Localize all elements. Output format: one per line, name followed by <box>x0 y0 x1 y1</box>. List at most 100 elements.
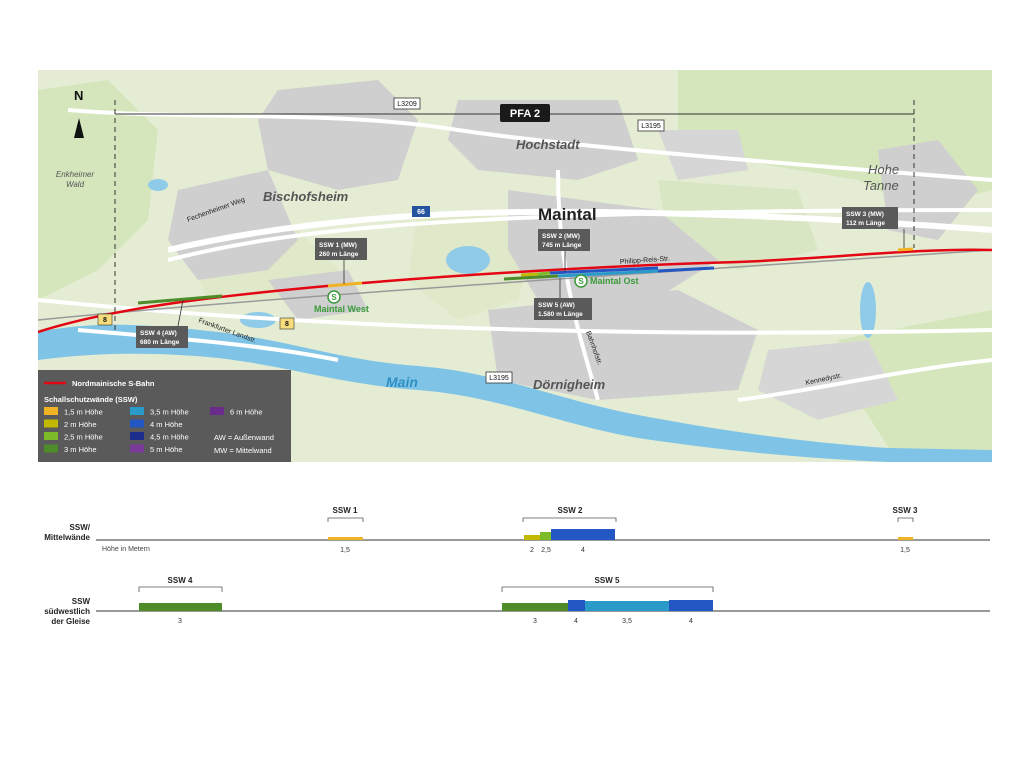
callout-ssw1-b: 260 m Länge <box>319 251 359 258</box>
row1-label-1: SSW/ <box>70 523 91 532</box>
b8-left-label: 8 <box>103 317 107 324</box>
legend: Nordmainische S-Bahn Schallschutzwände (… <box>38 370 291 462</box>
map-ssw2-a <box>520 272 539 277</box>
legend-swatch-4 <box>130 407 144 415</box>
callout-ssw3 <box>842 207 898 229</box>
legend-label-6: 4,5 m Höhe <box>150 433 189 442</box>
h-ssw2-b: 2,5 <box>541 547 551 554</box>
profile-ssw5-bar-d <box>669 600 713 611</box>
profile-ssw2-bar-c <box>551 529 615 540</box>
place-hochstadt: Hochstadt <box>516 137 580 152</box>
h-ssw2-c: 4 <box>581 547 585 554</box>
station-maintal-ost: S Maintal Ost <box>574 274 639 288</box>
l3209-label: L3209 <box>397 101 417 108</box>
station-west-label: Maintal West <box>314 304 369 314</box>
callout-ssw1 <box>315 238 367 260</box>
legend-sbahn-label: Nordmainische S-Bahn <box>72 379 155 388</box>
legend-label-8: 6 m Höhe <box>230 408 263 417</box>
pfa-label: PFA 2 <box>510 108 540 120</box>
h-ssw5-b: 4 <box>574 618 578 625</box>
map-ssw2-c <box>549 266 659 275</box>
legend-label-7: 5 m Höhe <box>150 445 183 454</box>
legend-swatch-3 <box>44 444 58 453</box>
sbahn-line <box>38 248 992 334</box>
row1-brackets <box>327 517 914 522</box>
h-ssw5-d: 4 <box>689 618 693 625</box>
callout-ssw5 <box>534 298 592 320</box>
callout-ssw5-a: SSW 5 (AW) <box>538 302 575 309</box>
s-bahn-west-icon <box>327 290 341 304</box>
map-ssw5-a <box>503 274 559 281</box>
row2-brackets <box>138 586 714 592</box>
row1-label-2: Mittelwände <box>44 533 90 542</box>
map-ssw5-b <box>557 269 659 278</box>
callout-ssw2-a: SSW 2 (MW) <box>542 233 580 240</box>
place-maintal: Maintal <box>538 205 597 224</box>
map-ssw2-b <box>537 271 551 276</box>
profile-ssw4-label: SSW 4 <box>168 576 193 585</box>
callout-ssw1-a: SSW 1 (MW) <box>319 242 357 249</box>
l3195-top-label: L3195 <box>641 123 661 130</box>
s-west-symbol: S <box>331 293 337 302</box>
map-ssw4 <box>137 294 223 305</box>
callout-ssw3-b: 112 m Länge <box>846 220 885 227</box>
railway-lines <box>38 249 992 321</box>
place-names: Enkheimer Wald Bischofsheim Hochstadt Ma… <box>56 137 899 392</box>
callout-ssw5-b: 1.580 m Länge <box>538 311 583 318</box>
b8-right-label: 8 <box>285 321 289 328</box>
urban-areas <box>168 80 978 420</box>
legend-swatch-8 <box>210 407 224 415</box>
row1-sub: Höhe in Metern <box>102 546 150 553</box>
h-ssw4: 3 <box>178 618 182 625</box>
row2-label-3: der Gleise <box>51 617 90 626</box>
s-ost-symbol: S <box>578 277 584 286</box>
h-ssw5-c: 3,5 <box>622 618 632 625</box>
h-ssw3: 1,5 <box>900 547 910 554</box>
l3195-bottom-label: L3195 <box>489 375 509 382</box>
profile-ssw1-bar <box>328 537 363 540</box>
h-ssw1: 1,5 <box>340 547 350 554</box>
profile-ssw2-label: SSW 2 <box>558 506 583 515</box>
legend-label-1: 2 m Höhe <box>64 420 97 429</box>
station-maintal-west: S Maintal West <box>314 290 369 314</box>
callout-ssw4-b: 680 m Länge <box>140 339 180 346</box>
profile-ssw1-label: SSW 1 <box>333 506 358 515</box>
h-ssw2-a: 2 <box>530 547 534 554</box>
h-ssw5-a: 3 <box>533 618 537 625</box>
legend-swatch-6 <box>130 432 144 440</box>
callouts: SSW 1 (MW) 260 m Länge SSW 2 (MW) 745 m … <box>136 207 905 348</box>
a66-label: 66 <box>417 209 425 216</box>
legend-label-0: 1,5 m Höhe <box>64 408 103 417</box>
place-main: Main <box>386 374 418 390</box>
profile-ssw5-bar-b <box>568 600 585 611</box>
callout-ssw2-b: 745 m Länge <box>542 242 582 249</box>
profile-ssw3-bar <box>898 537 913 540</box>
place-doernigheim: Dörnigheim <box>533 377 606 392</box>
legend-label-5: 4 m Höhe <box>150 420 183 429</box>
legend-aw: AW = Außenwand <box>214 433 274 442</box>
legend-swatch-0 <box>44 407 58 415</box>
legend-title: Schallschutzwände (SSW) <box>44 395 138 404</box>
map-ssw-segments <box>137 247 914 305</box>
place-bischofsheim: Bischofsheim <box>263 189 349 204</box>
row2-label-2: südwestlich <box>44 607 90 616</box>
map-ssw3 <box>897 247 914 252</box>
profile-ssw2-bar-b <box>540 532 551 540</box>
legend-label-4: 3,5 m Höhe <box>150 408 189 417</box>
road-shields: L3209 L3195 L3195 66 8 8 <box>97 97 665 384</box>
north-arrow-icon <box>74 118 84 138</box>
place-enkheimer-1: Enkheimer <box>56 170 95 179</box>
profile-ssw4-bar <box>139 603 222 611</box>
legend-swatch-7 <box>130 444 144 453</box>
row2-label-1: SSW <box>72 597 91 606</box>
legend-box <box>38 370 291 462</box>
profile-ssw5-label: SSW 5 <box>595 576 620 585</box>
legend-label-3: 3 m Höhe <box>64 445 97 454</box>
legend-swatch-2 <box>44 432 58 440</box>
callout-ssw2 <box>538 229 590 251</box>
callout-ssw4-a: SSW 4 (AW) <box>140 330 177 337</box>
map-ssw5-c <box>657 266 715 273</box>
station-ost-label: Maintal Ost <box>590 276 639 286</box>
place-hohe: Hohe <box>868 162 899 177</box>
